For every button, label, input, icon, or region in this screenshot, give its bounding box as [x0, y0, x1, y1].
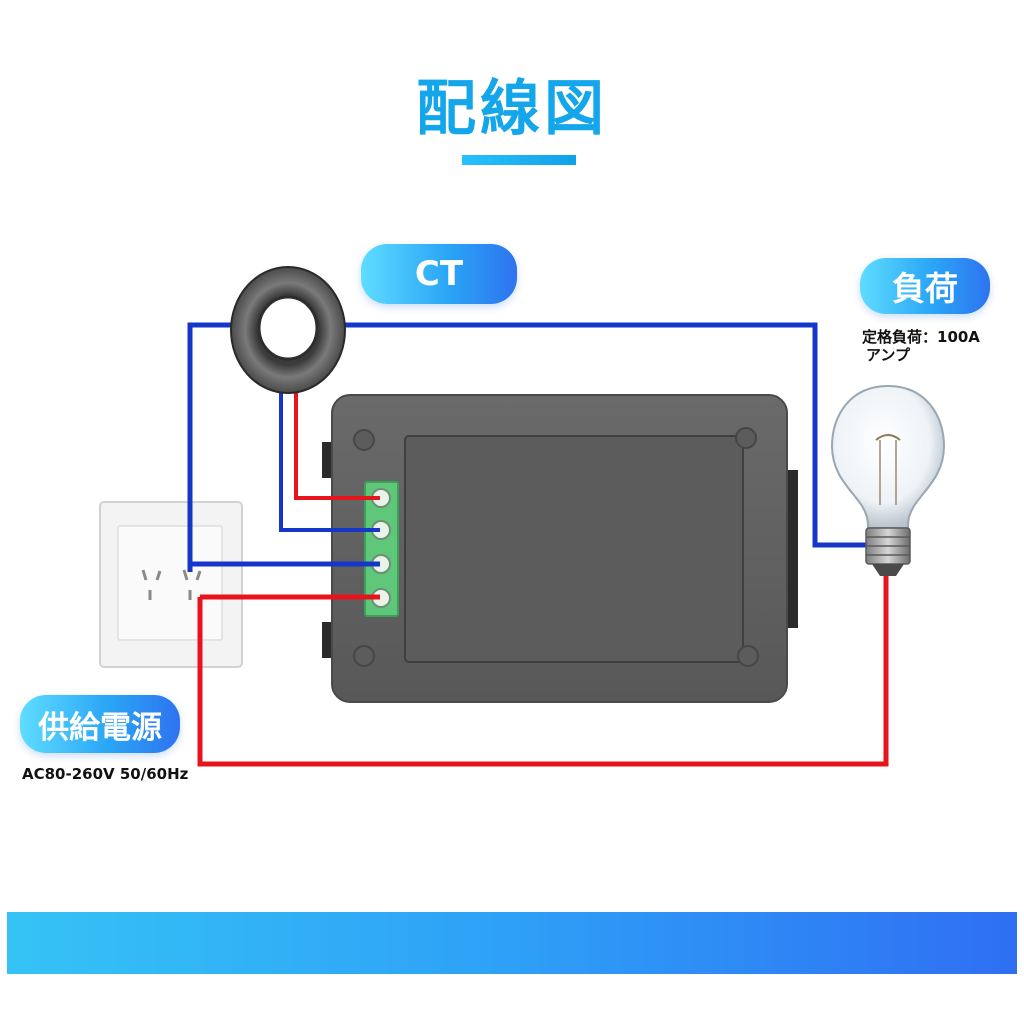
title-underline [462, 155, 576, 165]
power-spec-text: AC80-260V 50/60Hz [22, 765, 189, 783]
footer-band [7, 912, 1017, 974]
power-supply-label: 供給電源 [20, 695, 180, 753]
power-meter [322, 394, 798, 703]
wire-blue-loop [187, 322, 870, 572]
wire-ct-blue [279, 392, 380, 532]
page-title: 配線図 [416, 74, 608, 144]
wire-ct-red [294, 392, 380, 500]
ct-label: CT [361, 244, 517, 304]
load-rating-text: 定格負荷：100A [862, 328, 980, 346]
light-bulb [830, 384, 946, 576]
ct-sensor [230, 266, 346, 394]
wire-red-loop [197, 575, 889, 767]
wires [187, 322, 889, 767]
load-unit-text: アンプ [866, 346, 910, 364]
power-outlet [99, 501, 243, 668]
load-label: 負荷 [860, 258, 990, 314]
